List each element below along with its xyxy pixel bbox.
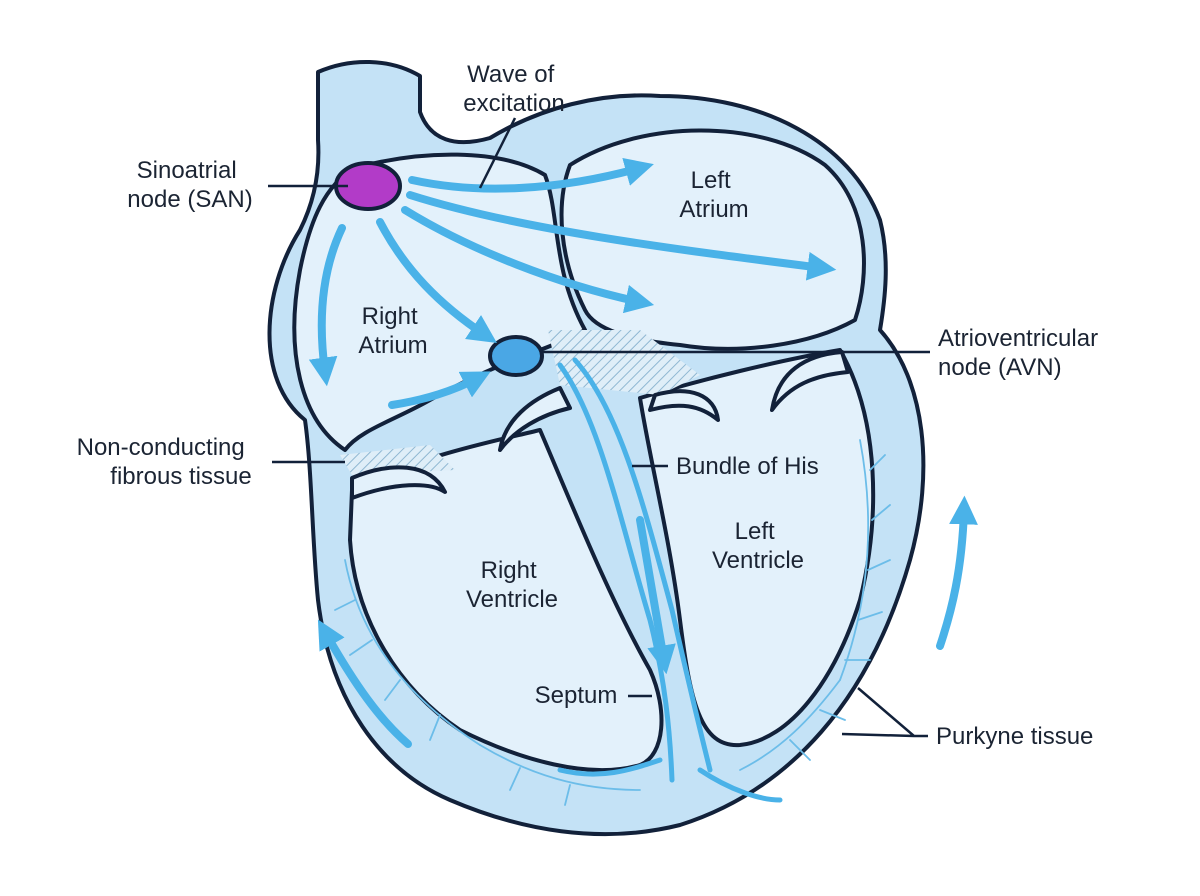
bundle-fibre-2: [572, 357, 713, 773]
arrow-san-to-avn: [376, 218, 497, 343]
label-wave-of-excitation: Wave of excitation: [463, 61, 564, 117]
mitral-flap-left: [648, 389, 720, 422]
label-right-ventricle: Right Ventricle: [466, 557, 558, 613]
fibrous-tissue-septum-band: [548, 330, 700, 395]
label-sinoatrial-node: Sinoatrial node (SAN): [127, 157, 252, 213]
label-septum: Septum: [535, 682, 618, 709]
excitation-arrows: [308, 157, 978, 748]
mitral-flap-right: [770, 350, 850, 412]
purkyne-branch-5: [479, 744, 641, 806]
label-atrioventricular-node: Atrioventricular node (AVN): [938, 325, 1105, 381]
bundle-fibre-4: [557, 757, 663, 777]
label-bundle-of-his: Bundle of His: [676, 453, 819, 480]
tricuspid-flap-left: [350, 465, 447, 500]
purkyne-branches: [334, 439, 891, 806]
fibrous-tissue-left-band: [340, 445, 455, 475]
arrow-san-to-left-atrium-side: [406, 191, 837, 281]
label-right-atrium: Right Atrium: [358, 303, 427, 359]
tricuspid-flap-right: [498, 386, 572, 452]
bundle-fibre-3: [697, 767, 783, 803]
atrioventricular-node: [488, 335, 544, 377]
leader-purkyne: [841, 687, 928, 738]
purkyne-branch-4: [334, 559, 481, 746]
arrow-up-right-outer: [936, 495, 978, 650]
arrow-into-avn: [388, 371, 491, 409]
label-left-ventricle: Left Ventricle: [712, 518, 804, 574]
purkyne-branch-1: [839, 439, 870, 681]
label-fibrous-tissue: Non-conducting fibrous tissue: [77, 434, 252, 490]
purkyne-branch-3: [739, 679, 846, 771]
label-purkyne-tissue: Purkyne tissue: [936, 723, 1093, 750]
bundle-fibre-1: [557, 362, 675, 783]
arrow-san-down-right-atrium: [308, 224, 346, 387]
bundle-of-his-fibres: [557, 357, 783, 803]
arrow-san-to-septum-top: [401, 206, 655, 314]
purkyne-branch-2: [844, 454, 891, 661]
leader-wave: [478, 117, 517, 189]
arrow-down-septum: [636, 516, 676, 675]
arrow-up-left-outer: [317, 619, 412, 748]
label-left-atrium: Left Atrium: [679, 167, 748, 223]
arrow-san-to-left-atrium-top: [408, 157, 654, 193]
leader-lines: [268, 117, 930, 738]
